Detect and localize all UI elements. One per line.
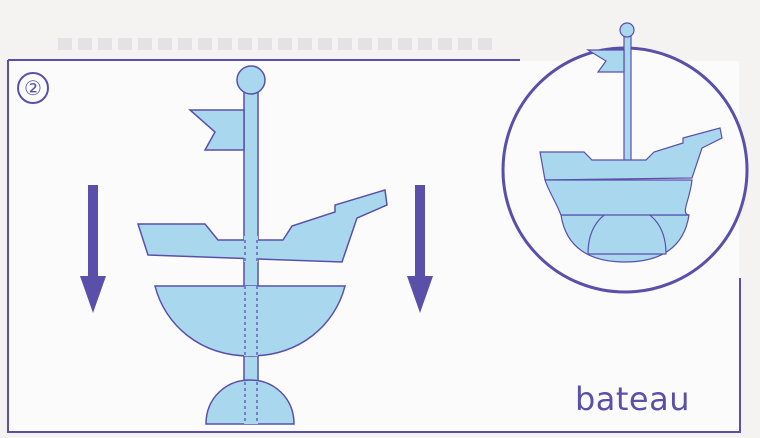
exploded-boat <box>136 65 388 425</box>
assembled-boat <box>501 22 749 294</box>
down-arrow-icon <box>80 185 106 313</box>
step-number-badge: ② <box>17 72 49 104</box>
mast-ball <box>236 65 266 95</box>
flag-icon <box>585 49 625 73</box>
faint-background-text <box>58 38 498 50</box>
flag-icon <box>188 109 245 151</box>
boat-hull-icon <box>136 189 388 263</box>
panel-frame <box>7 59 741 433</box>
caption-label: bateau <box>574 380 690 418</box>
down-arrow-icon <box>407 185 433 313</box>
